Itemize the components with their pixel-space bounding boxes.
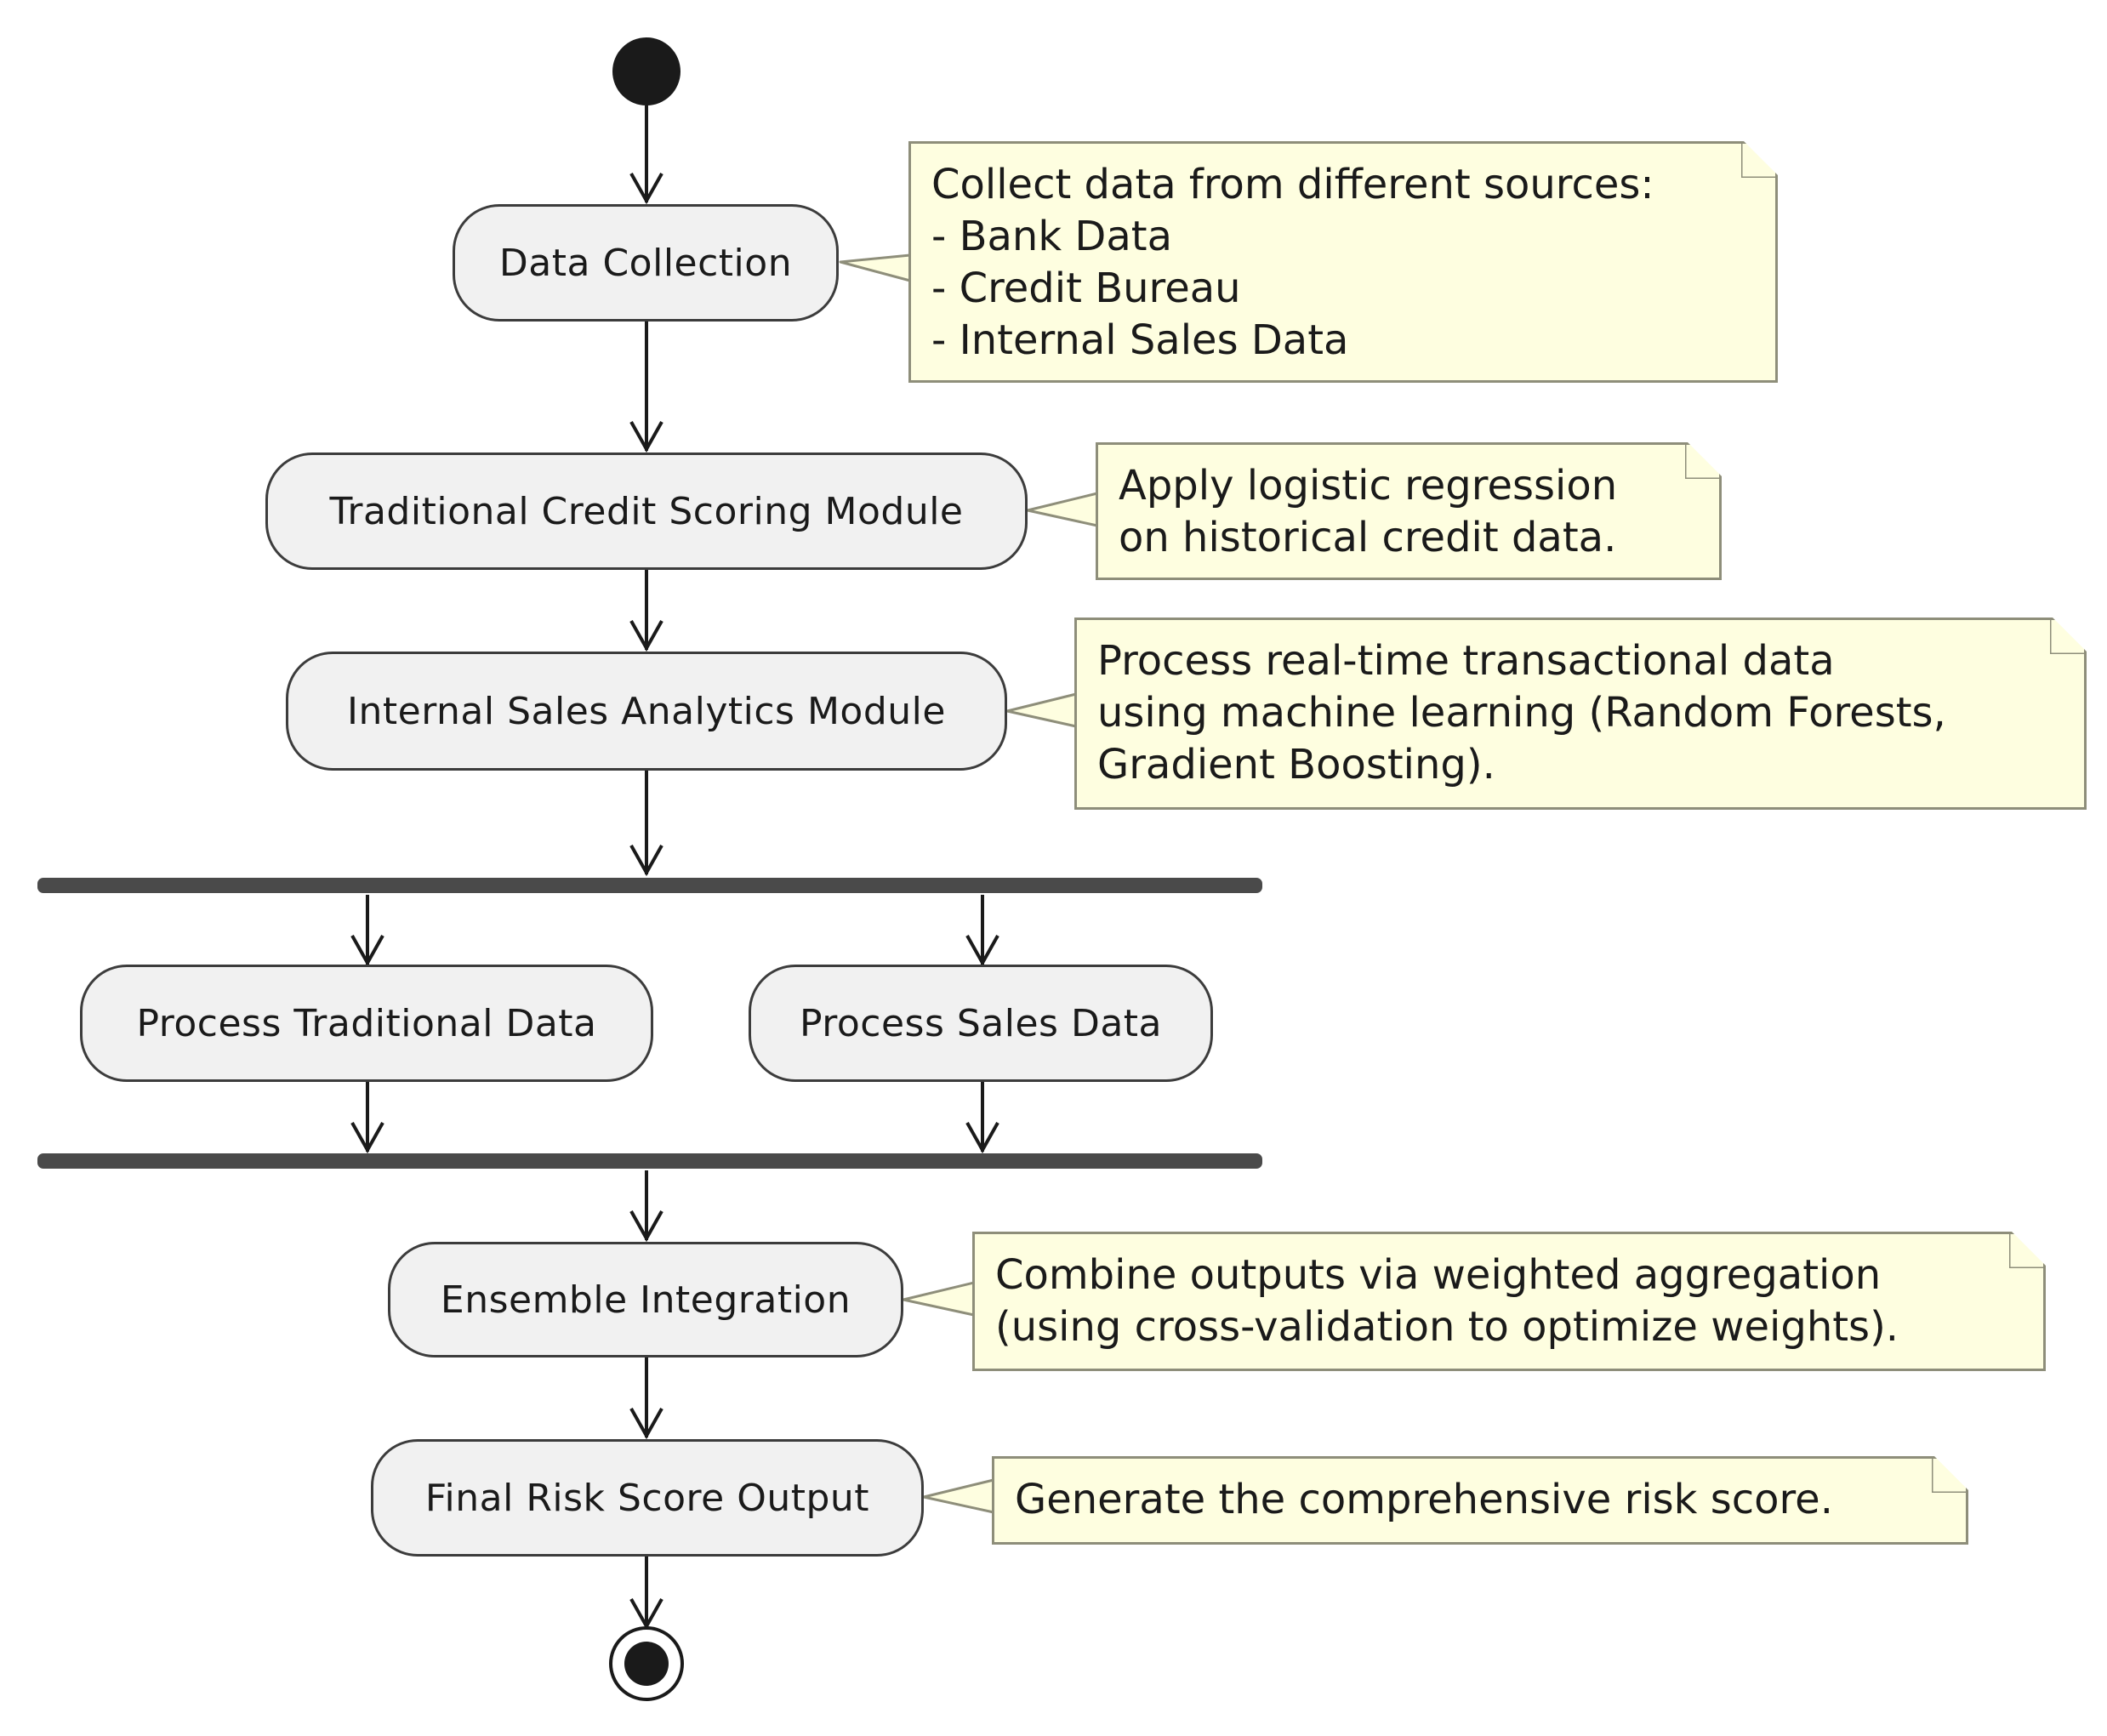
activity-label: Data Collection	[498, 241, 793, 285]
note-fold-icon	[2009, 1234, 2043, 1268]
activity-label: Process Traditional Data	[136, 1001, 597, 1045]
note-ensemble: Combine outputs via weighted aggregation…	[972, 1232, 2046, 1371]
note-line: Collect data from different sources:	[931, 161, 1654, 208]
activity-process-sales-data[interactable]: Process Sales Data	[749, 965, 1213, 1082]
activity-process-traditional-data[interactable]: Process Traditional Data	[80, 965, 653, 1082]
note-tail-sales	[1005, 692, 1077, 728]
note-traditional-module: Apply logistic regression on historical …	[1096, 442, 1722, 580]
note-sales-module: Process real-time transactional data usi…	[1074, 618, 2087, 810]
activity-label: Process Sales Data	[799, 1001, 1163, 1045]
note-tail-ensemble	[902, 1281, 975, 1317]
note-tail-data-collection	[839, 253, 911, 282]
note-fold-icon	[1932, 1459, 1966, 1493]
note-tail-final	[922, 1478, 994, 1514]
note-line: - Credit Bureau	[931, 265, 1241, 312]
note-fold-icon	[1685, 445, 1719, 479]
join-bar	[37, 1153, 1262, 1169]
activity-internal-sales-analytics-module[interactable]: Internal Sales Analytics Module	[286, 652, 1007, 771]
start-node	[612, 37, 681, 105]
activity-data-collection[interactable]: Data Collection	[453, 204, 839, 322]
note-fold-icon	[1741, 144, 1775, 178]
note-line: on historical credit data.	[1119, 514, 1617, 561]
note-line: Gradient Boosting).	[1097, 741, 1495, 788]
activity-label: Final Risk Score Output	[424, 1476, 870, 1520]
note-line: - Bank Data	[931, 213, 1173, 260]
end-node-core	[624, 1642, 669, 1686]
note-line: Process real-time transactional data	[1097, 637, 1835, 685]
note-data-collection: Collect data from different sources: - B…	[908, 141, 1778, 383]
note-line: (using cross-validation to optimize weig…	[995, 1303, 1899, 1351]
note-final-output: Generate the comprehensive risk score.	[992, 1456, 1968, 1545]
note-line: Apply logistic regression	[1119, 462, 1618, 509]
activity-traditional-credit-scoring-module[interactable]: Traditional Credit Scoring Module	[265, 452, 1028, 570]
note-line: - Internal Sales Data	[931, 316, 1349, 364]
activity-label: Ensemble Integration	[440, 1278, 851, 1322]
activity-ensemble-integration[interactable]: Ensemble Integration	[388, 1242, 903, 1357]
activity-final-risk-score-output[interactable]: Final Risk Score Output	[371, 1439, 924, 1557]
fork-bar	[37, 878, 1262, 893]
activity-label: Internal Sales Analytics Module	[347, 689, 946, 733]
note-fold-icon	[2050, 620, 2084, 654]
note-line: using machine learning (Random Forests,	[1097, 689, 1946, 737]
note-line: Combine outputs via weighted aggregation	[995, 1251, 1882, 1299]
note-tail-traditional	[1026, 492, 1098, 527]
activity-label: Traditional Credit Scoring Module	[329, 489, 964, 533]
note-line: Generate the comprehensive risk score.	[1015, 1476, 1833, 1523]
